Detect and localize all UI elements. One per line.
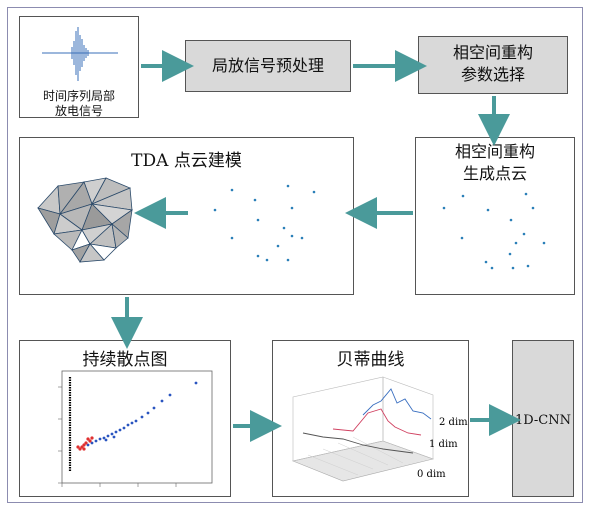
tda-box: TDA 点云建模	[19, 137, 354, 295]
tda-mesh	[37, 177, 316, 263]
outer-frame	[7, 7, 583, 503]
preprocess-label: 局放信号预处理	[211, 56, 324, 75]
persistence-diagram	[58, 370, 213, 487]
signal-waveform	[42, 27, 118, 81]
betti-title: 贝蒂曲线	[336, 350, 405, 370]
betti-label-1dim: 1 dim	[429, 439, 458, 450]
signal-label-line2: 放电信号	[54, 104, 103, 118]
point-cloud-line2: 生成点云	[462, 164, 527, 183]
param-select-box: 相空间重构 参数选择	[418, 36, 568, 94]
betti-3d-plot	[291, 376, 435, 482]
preprocess-box: 局放信号预处理	[185, 40, 351, 92]
cnn-box: 1D-CNN	[512, 340, 574, 497]
betti-label-2dim: 2 dim	[439, 417, 468, 428]
point-cloud-plot	[442, 192, 546, 270]
betti-box: 贝蒂曲线 2 dim 1 dim 0 dim	[272, 340, 469, 497]
persistence-box: 持续散点图	[19, 340, 231, 497]
betti-label-0dim: 0 dim	[417, 469, 446, 480]
param-select-line2: 参数选择	[460, 65, 525, 84]
param-select-line1: 相空间重构	[452, 43, 533, 62]
signal-box: 时间序列局部 放电信号	[19, 16, 139, 118]
point-cloud-line1: 相空间重构	[454, 142, 535, 161]
persistence-title: 持续散点图	[82, 350, 168, 370]
cnn-label: 1D-CNN	[514, 413, 572, 428]
tda-title: TDA 点云建模	[131, 151, 242, 171]
point-cloud-box: 相空间重构 生成点云	[415, 137, 575, 295]
signal-label-line1: 时间序列局部	[42, 89, 115, 103]
